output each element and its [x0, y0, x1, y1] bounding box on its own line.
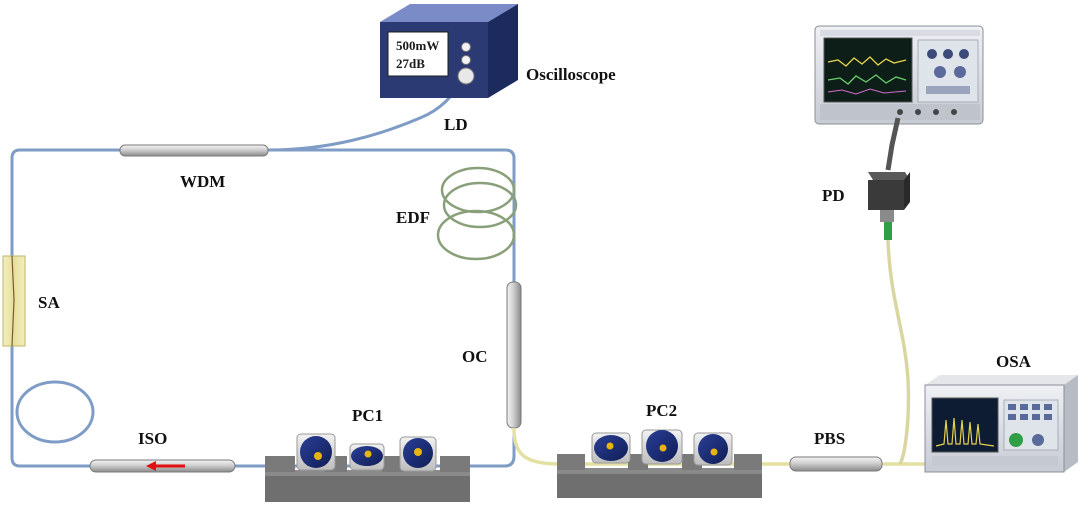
label-pbs: PBS	[814, 429, 845, 448]
label-oc: OC	[462, 347, 488, 366]
label-iso: ISO	[138, 429, 167, 448]
osa-instrument	[924, 375, 1078, 473]
ld-gain-readout: 27dB	[396, 56, 425, 71]
scope-cable	[885, 117, 901, 171]
pc1-paddle-1	[296, 433, 336, 471]
label-ld: LD	[444, 115, 468, 134]
oc-component	[506, 281, 522, 429]
pc1-paddle-2	[349, 443, 385, 471]
label-pc2: PC2	[646, 401, 677, 420]
label-osa: OSA	[996, 352, 1032, 371]
instrument-screen-icon	[931, 397, 999, 453]
ld-box	[380, 4, 518, 98]
fiber-ring	[10, 148, 516, 468]
edf-coil	[436, 166, 518, 261]
arrow-left-icon	[146, 461, 185, 471]
label-pc1: PC1	[352, 406, 383, 425]
label-pd: PD	[822, 186, 845, 205]
pc1-paddle-3	[399, 436, 437, 472]
pc2-paddle-2	[641, 429, 683, 465]
pd-detector	[868, 172, 910, 240]
ld-power-readout: 500mW	[396, 38, 439, 53]
pc2-paddle-3	[693, 432, 733, 466]
wdm-component	[119, 144, 269, 157]
label-sa: SA	[38, 293, 60, 312]
pc1-mount	[265, 433, 470, 502]
iso-component	[89, 459, 236, 473]
fiber-loop	[15, 380, 95, 444]
instrument-screen-icon	[823, 37, 913, 103]
label-oscilloscope: Oscilloscope	[526, 65, 616, 84]
pc2-paddle-1	[591, 432, 631, 464]
label-edf: EDF	[396, 208, 430, 227]
oscilloscope-instrument	[814, 25, 984, 125]
pbs-component	[789, 456, 883, 472]
pc2-mount	[557, 429, 762, 498]
sa-component	[2, 255, 26, 347]
pd-fiber	[886, 239, 911, 465]
label-wdm: WDM	[180, 172, 225, 191]
